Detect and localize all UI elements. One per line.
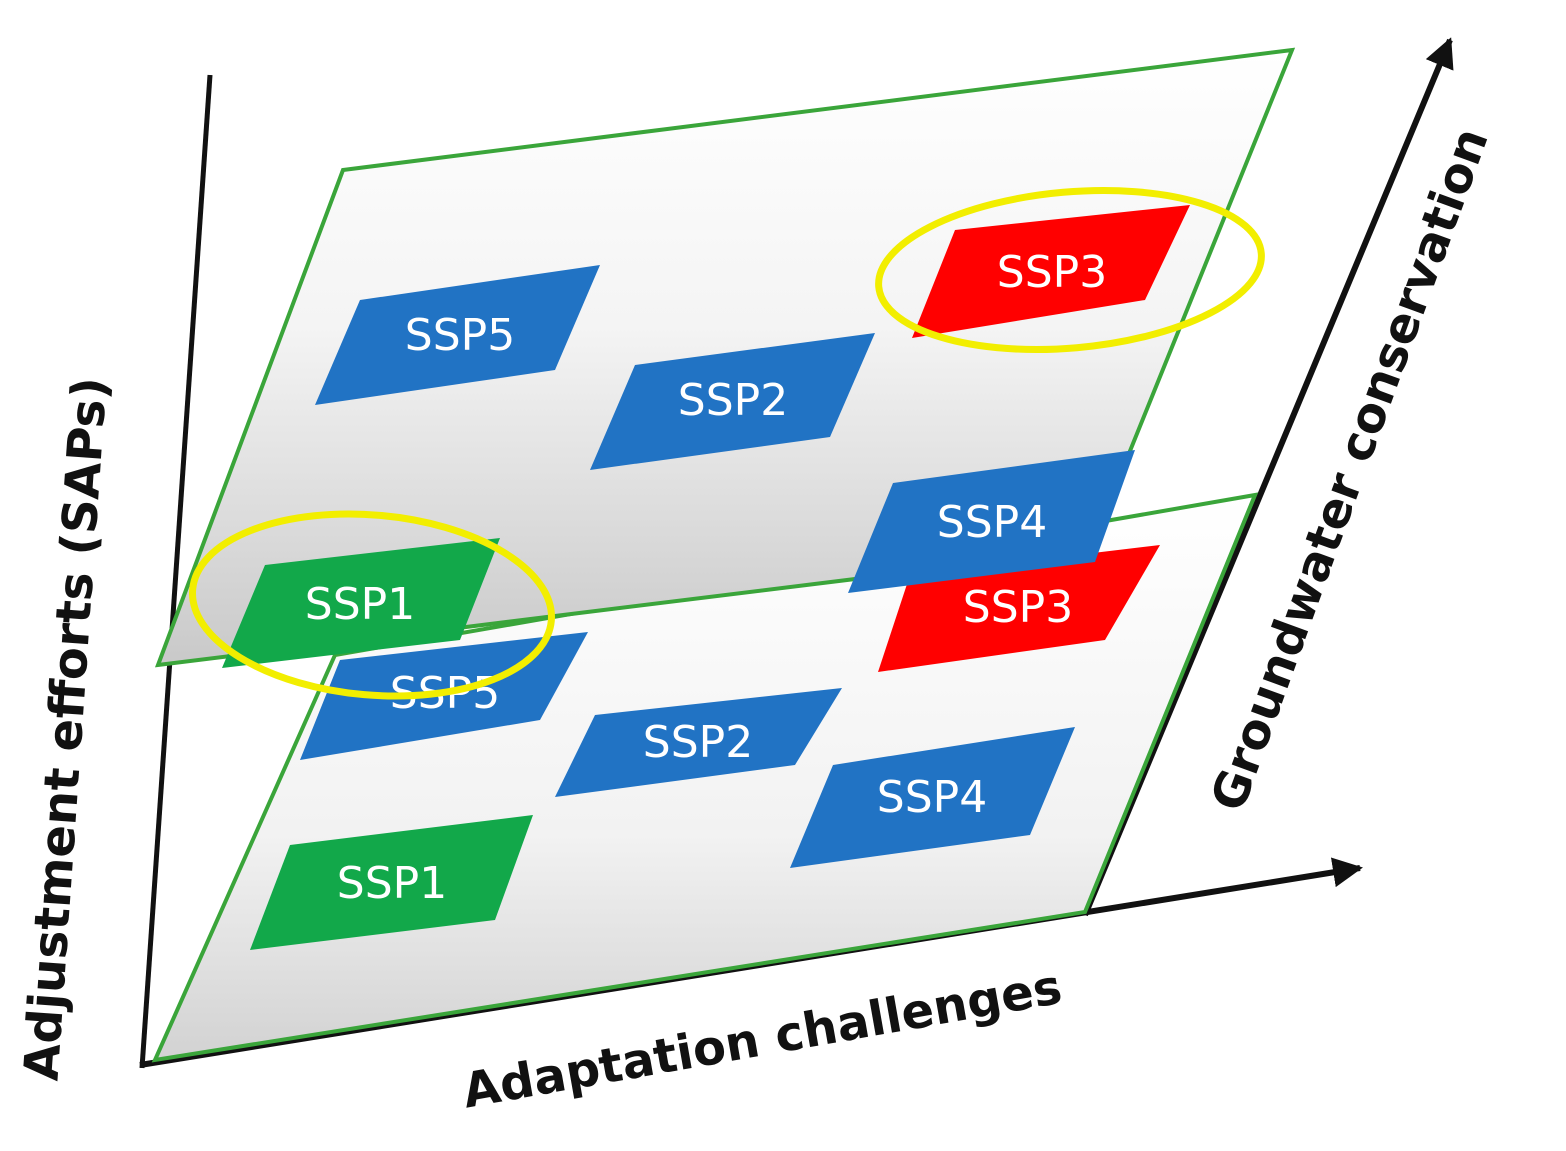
upper-ssp1-box: SSP1 <box>222 538 500 668</box>
highlight-ellipse-ssp3 <box>875 187 1265 353</box>
upper-ssp3-box: SSP3 <box>912 205 1190 338</box>
upper-ssp1-label: SSP1 <box>305 579 415 630</box>
upper-ssp4-box: SSP4 <box>848 450 1135 593</box>
z-axis-line <box>1082 37 1454 917</box>
lower-ssp2-label: SSP2 <box>643 717 753 768</box>
upper-ssp2-label: SSP2 <box>678 375 788 426</box>
upper-ssp2-box: SSP2 <box>590 333 875 470</box>
lower-ssp3-label: SSP3 <box>963 582 1073 633</box>
lower-ssp4-label: SSP4 <box>877 772 987 823</box>
highlight-ellipse-ssp1 <box>189 510 555 700</box>
lower-ssp4-box: SSP4 <box>790 727 1075 868</box>
upper-ssp5-label: SSP5 <box>405 310 515 361</box>
upper-ssp5-box: SSP5 <box>315 265 600 405</box>
upper-ssp4-label: SSP4 <box>937 497 1047 548</box>
upper-ssp3-label: SSP3 <box>997 247 1107 298</box>
y-axis-line <box>139 74 213 1069</box>
lower-ssp1-label: SSP1 <box>337 858 447 909</box>
lower-ssp1-box: SSP1 <box>250 815 533 950</box>
lower-ssp2-box: SSP2 <box>555 688 842 797</box>
y-axis-label: Adjustment efforts (SAPs) <box>14 375 119 1082</box>
